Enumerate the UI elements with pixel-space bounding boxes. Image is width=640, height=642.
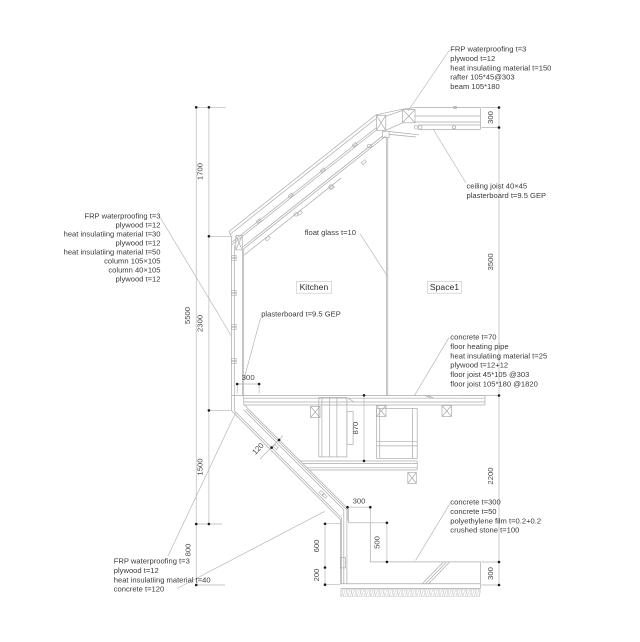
svg-text:crushed stone t=100: crushed stone t=100 [450,526,519,535]
svg-text:Space1: Space1 [430,282,459,292]
svg-text:500: 500 [373,536,382,549]
svg-text:plywood t=12+12: plywood t=12+12 [450,361,508,370]
svg-text:heat insulatiing material t=1: heat insulatiing material t=150 [450,63,551,72]
svg-text:Kitchen: Kitchen [300,282,329,292]
svg-text:FRP waterproofing t=3: FRP waterproofing t=3 [114,557,190,566]
svg-text:concrete t=300: concrete t=300 [450,498,500,507]
svg-text:heat insulatiing material t=3: heat insulatiing material t=30 [64,230,161,239]
svg-text:heat insulatiing material t=5: heat insulatiing material t=50 [64,248,161,257]
svg-text:polyethylene film t=0.2+0.2: polyethylene film t=0.2+0.2 [450,516,541,525]
svg-text:5500: 5500 [183,307,192,324]
svg-text:3500: 3500 [486,253,495,270]
svg-text:concrete t=50: concrete t=50 [450,507,496,516]
svg-text:1700: 1700 [195,163,204,180]
svg-text:FRP waterproofing t=3: FRP waterproofing t=3 [450,45,526,54]
svg-text:ceiling joist 40×45: ceiling joist 40×45 [467,182,528,191]
svg-text:rafter 105*45@303: rafter 105*45@303 [450,73,514,82]
svg-text:column 40×105: column 40×105 [108,266,160,275]
svg-text:300: 300 [486,111,495,124]
svg-text:300: 300 [353,497,366,506]
svg-text:300: 300 [486,567,495,580]
svg-text:870: 870 [351,422,360,435]
svg-text:FRP waterproofing t=3: FRP waterproofing t=3 [84,212,160,221]
svg-text:2200: 2200 [486,467,495,484]
svg-text:float glass t=10: float glass t=10 [305,228,356,237]
svg-text:floor joist 105*180 @1820: floor joist 105*180 @1820 [450,380,538,389]
svg-text:2300: 2300 [195,315,204,332]
svg-text:concrete t=70: concrete t=70 [450,333,496,342]
svg-text:plywood t=12: plywood t=12 [116,239,161,248]
svg-text:plywood t=12: plywood t=12 [116,221,161,230]
svg-text:floor joist 45*105 @303: floor joist 45*105 @303 [450,370,529,379]
svg-text:heat insulatiing material t=2: heat insulatiing material t=25 [450,351,547,360]
svg-text:600: 600 [312,540,321,553]
svg-text:heat insulatiing material t=4: heat insulatiing material t=40 [114,575,211,584]
svg-text:plasterboard t=9.5 GEP: plasterboard t=9.5 GEP [467,191,547,200]
svg-text:300: 300 [242,373,255,382]
svg-text:column 105×105: column 105×105 [104,257,160,266]
svg-text:plywood t=12: plywood t=12 [116,275,161,284]
svg-text:floor heating pipe: floor heating pipe [450,342,508,351]
svg-text:plasterboard t=9.5 GEP: plasterboard t=9.5 GEP [261,310,341,319]
svg-text:200: 200 [312,569,321,582]
svg-text:concrete t=120: concrete t=120 [114,585,164,594]
svg-text:1500: 1500 [195,458,204,475]
svg-text:800: 800 [184,544,193,557]
svg-text:plywood t=12: plywood t=12 [450,54,495,63]
svg-text:beam 105*180: beam 105*180 [450,82,499,91]
svg-text:plywood t=12: plywood t=12 [114,566,159,575]
